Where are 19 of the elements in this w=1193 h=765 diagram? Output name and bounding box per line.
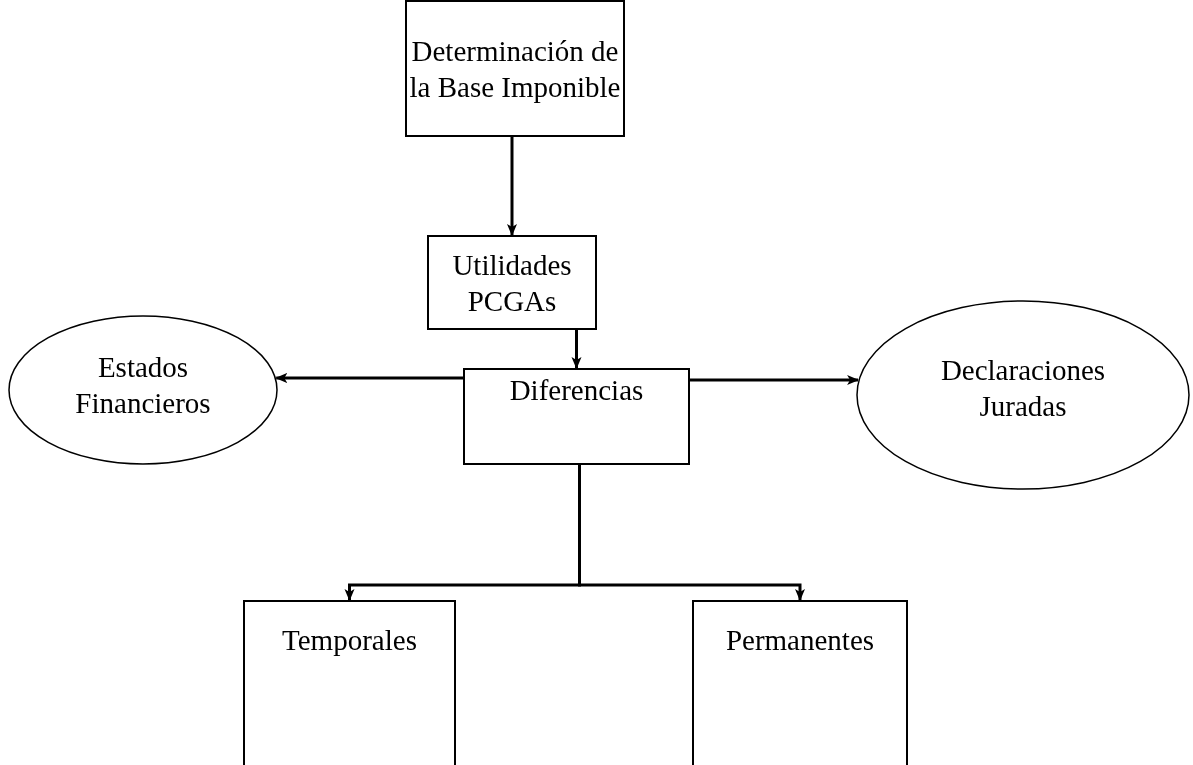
arrow	[578, 465, 805, 601]
node-label: Temporales	[282, 623, 417, 658]
process-box	[427, 235, 597, 330]
arrow	[690, 375, 860, 385]
ellipse-node	[856, 300, 1190, 490]
arrow	[571, 330, 582, 369]
process-box	[463, 368, 690, 465]
arrow	[275, 373, 463, 383]
process-box	[405, 0, 625, 137]
node-label: Estados Financieros	[74, 350, 212, 421]
node-label: Declaraciones Juradas	[939, 353, 1107, 424]
process-box	[692, 600, 908, 765]
node-label: Diferencias	[509, 373, 644, 408]
node-label: Utilidades PCGAs	[451, 247, 573, 319]
arrow	[507, 137, 517, 236]
process-box	[243, 600, 456, 765]
node-label: Determinación de la Base Imponible	[408, 33, 622, 105]
ellipse-node	[8, 315, 278, 465]
node-label: Permanentes	[725, 623, 875, 658]
